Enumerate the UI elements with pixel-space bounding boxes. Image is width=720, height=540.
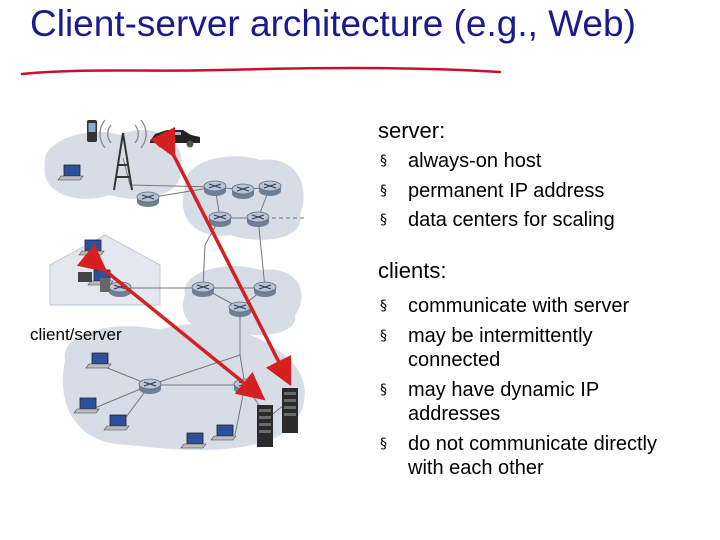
title-strikethrough-line [20, 66, 502, 76]
server-bullet: §always-on host [380, 150, 542, 172]
router-icon [246, 211, 270, 228]
bullet-square-icon: § [380, 381, 387, 398]
clients-bullet: §may have dynamic IP addresses [380, 378, 599, 426]
clients-bullet: §do not communicate directly with each o… [380, 432, 658, 480]
bullet-square-icon: § [380, 153, 387, 169]
clients-bullet: §communicate with server [380, 295, 630, 317]
clients-heading: clients: [378, 258, 447, 283]
bullet-square-icon: § [380, 298, 387, 314]
router-icon [208, 211, 232, 228]
desktop-computer-icon [78, 272, 92, 282]
bullet-square-icon: § [380, 212, 387, 228]
server-bullet: §permanent IP address [380, 179, 605, 202]
network-diagram [44, 119, 305, 450]
bullet-square-icon: § [380, 327, 387, 344]
router-icon [191, 281, 215, 298]
clients-bullet: §may be intermittently connected [380, 324, 593, 372]
client-server-arrow [76, 243, 266, 401]
server-bullet: §data centers for scaling [380, 209, 615, 231]
router-icon [231, 183, 255, 200]
router-icon [136, 191, 160, 208]
server-bullet-list: §always-on host §permanent IP address §d… [378, 149, 708, 238]
client-server-label: client/server [30, 325, 122, 344]
mobile-network-cloud [44, 129, 182, 199]
desktop-computer-icon [100, 278, 110, 292]
server-heading: server: [378, 118, 446, 143]
smartphone-icon [87, 120, 97, 142]
bullet-square-icon: § [380, 182, 387, 199]
router-icon [138, 378, 162, 395]
slide-title: Client-server architecture (e.g., Web) [30, 3, 636, 44]
router-icon [203, 180, 227, 197]
server-rack-icon [282, 388, 298, 433]
server-rack-icon [257, 405, 273, 447]
router-icon [253, 281, 277, 298]
router-icon [258, 180, 282, 197]
bullet-square-icon: § [380, 435, 387, 452]
cell-tower-icon [99, 119, 147, 191]
clients-bullet-list: §communicate with server §may be intermi… [378, 294, 688, 486]
